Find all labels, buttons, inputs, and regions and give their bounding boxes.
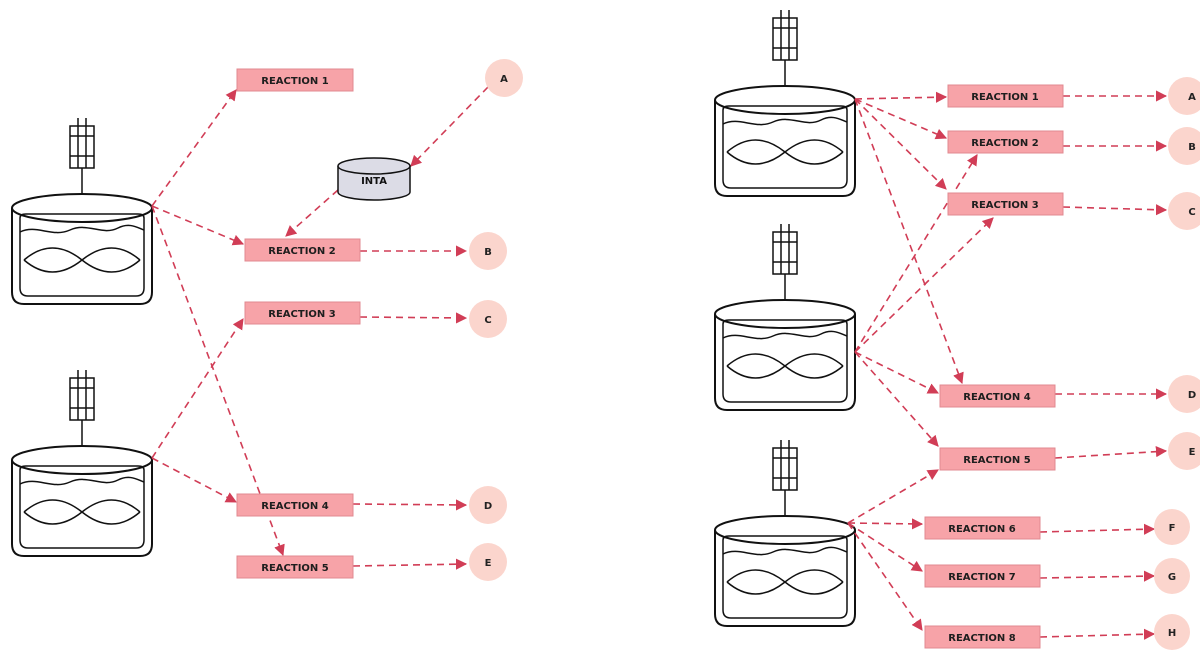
left-reaction-1: REACTION 1 xyxy=(236,68,354,92)
right-product-f-label: F xyxy=(1169,523,1176,534)
left-reaction-3-label: REACTION 3 xyxy=(268,309,336,320)
left-reaction-5-label: REACTION 5 xyxy=(261,563,329,574)
arrow-r-rxn5-e xyxy=(1054,446,1168,459)
arrow-r-r2-rxn5 xyxy=(854,351,939,447)
arrow-l-r1-rxn2 xyxy=(151,205,245,246)
right-product-e: E xyxy=(1168,432,1200,470)
right-product-g-label: G xyxy=(1168,572,1176,583)
right-reaction-6: REACTION 6 xyxy=(924,516,1041,540)
left-product-b: B xyxy=(469,232,507,270)
arrow-r-r2-rxn3 xyxy=(854,217,994,353)
right-reaction-7: REACTION 7 xyxy=(924,564,1041,588)
arrow-l-rxn3-c xyxy=(359,312,468,324)
right-reaction-6-label: REACTION 6 xyxy=(948,524,1016,535)
left-reaction-2-label: REACTION 2 xyxy=(268,246,336,257)
arrow-r-r3-rxn6 xyxy=(847,518,924,530)
right-product-d: D xyxy=(1168,375,1200,413)
right-reaction-1-label: REACTION 1 xyxy=(971,92,1039,103)
arrow-r-rxn3-c xyxy=(1062,204,1168,216)
left-product-e-label: E xyxy=(485,558,492,569)
right-product-h-label: H xyxy=(1168,628,1176,639)
left-product-d-label: D xyxy=(484,501,492,512)
left-reaction-5: REACTION 5 xyxy=(236,555,354,579)
reactor-left-2 xyxy=(11,369,153,557)
arrow-r-r1-rxn2 xyxy=(854,98,948,140)
arrow-r-rxn7-g xyxy=(1039,570,1156,582)
right-product-c-label: C xyxy=(1188,207,1195,218)
arrow-r-rxn6-f xyxy=(1039,523,1156,535)
right-reaction-8: REACTION 8 xyxy=(924,625,1041,649)
left-product-d: D xyxy=(469,486,507,524)
left-reaction-3: REACTION 3 xyxy=(244,301,361,325)
intermediate-drum: INTA xyxy=(337,157,411,201)
left-arrows xyxy=(151,86,489,570)
right-reaction-8-label: REACTION 8 xyxy=(948,633,1016,644)
arrow-l-r2-rxn4 xyxy=(151,457,237,503)
arrow-r-r1-rxn4 xyxy=(854,98,964,385)
left-reaction-4: REACTION 4 xyxy=(236,493,354,517)
reactor-right-1 xyxy=(714,9,856,197)
right-reaction-5-label: REACTION 5 xyxy=(963,455,1031,466)
left-product-a-label: A xyxy=(500,74,508,85)
right-reaction-4: REACTION 4 xyxy=(939,384,1056,408)
right-product-d-label: D xyxy=(1188,390,1196,401)
right-product-e-label: E xyxy=(1189,447,1196,458)
right-reaction-4-label: REACTION 4 xyxy=(963,392,1031,403)
left-product-c-label: C xyxy=(484,315,491,326)
right-reaction-2: REACTION 2 xyxy=(947,130,1064,154)
right-reaction-5: REACTION 5 xyxy=(939,447,1056,471)
left-diagram: INTA REACTION 1 REACTION 2 REACTION 3 RE… xyxy=(11,59,523,581)
right-product-a: A xyxy=(1168,77,1200,115)
right-reaction-7-label: REACTION 7 xyxy=(948,572,1016,583)
arrow-l-rxn4-d xyxy=(352,499,468,511)
arrow-l-r1-rxn1 xyxy=(151,89,237,207)
right-reaction-3: REACTION 3 xyxy=(947,192,1064,216)
right-product-c: C xyxy=(1168,192,1200,230)
left-product-a: A xyxy=(485,59,523,97)
arrow-r-r2-rxn2 xyxy=(854,154,978,353)
right-arrows xyxy=(847,90,1168,640)
left-reaction-1-label: REACTION 1 xyxy=(261,76,329,87)
reactor-left-1 xyxy=(11,117,153,305)
left-reaction-4-label: REACTION 4 xyxy=(261,501,329,512)
intermediate-label: INTA xyxy=(361,176,387,187)
right-product-g: G xyxy=(1154,558,1190,594)
right-reaction-3-label: REACTION 3 xyxy=(971,200,1039,211)
left-product-b-label: B xyxy=(484,247,492,258)
right-product-a-label: A xyxy=(1188,92,1196,103)
arrow-r-r3-rxn7 xyxy=(847,522,923,572)
right-reaction-1: REACTION 1 xyxy=(947,84,1064,108)
left-product-e: E xyxy=(469,543,507,581)
left-product-c: C xyxy=(469,300,507,338)
left-reaction-2: REACTION 2 xyxy=(244,238,361,262)
arrow-r-r1-rxn1 xyxy=(854,91,948,103)
arrow-r-rxn8-h xyxy=(1039,628,1156,640)
right-product-f: F xyxy=(1154,509,1190,545)
reactor-right-2 xyxy=(714,223,856,411)
right-product-b: B xyxy=(1168,127,1200,165)
right-product-h: H xyxy=(1154,614,1190,650)
right-product-b-label: B xyxy=(1188,142,1196,153)
arrow-l-a-inta xyxy=(410,86,489,167)
arrow-r-r2-rxn4 xyxy=(854,351,940,394)
arrow-r-r1-rxn3 xyxy=(854,98,947,190)
arrow-r-r3-rxn8 xyxy=(847,522,923,631)
arrow-l-r2-rxn3 xyxy=(151,318,244,459)
arrow-r-r3-rxn5 xyxy=(847,469,939,524)
arrow-l-inta-rxn2 xyxy=(285,189,339,237)
right-reaction-2-label: REACTION 2 xyxy=(971,138,1039,149)
arrow-l-r1-rxn5 xyxy=(151,205,285,557)
arrow-l-rxn5-e xyxy=(352,558,468,570)
reactor-right-3 xyxy=(714,439,856,627)
right-diagram: REACTION 1 REACTION 2 REACTION 3 REACTIO… xyxy=(714,9,1200,650)
